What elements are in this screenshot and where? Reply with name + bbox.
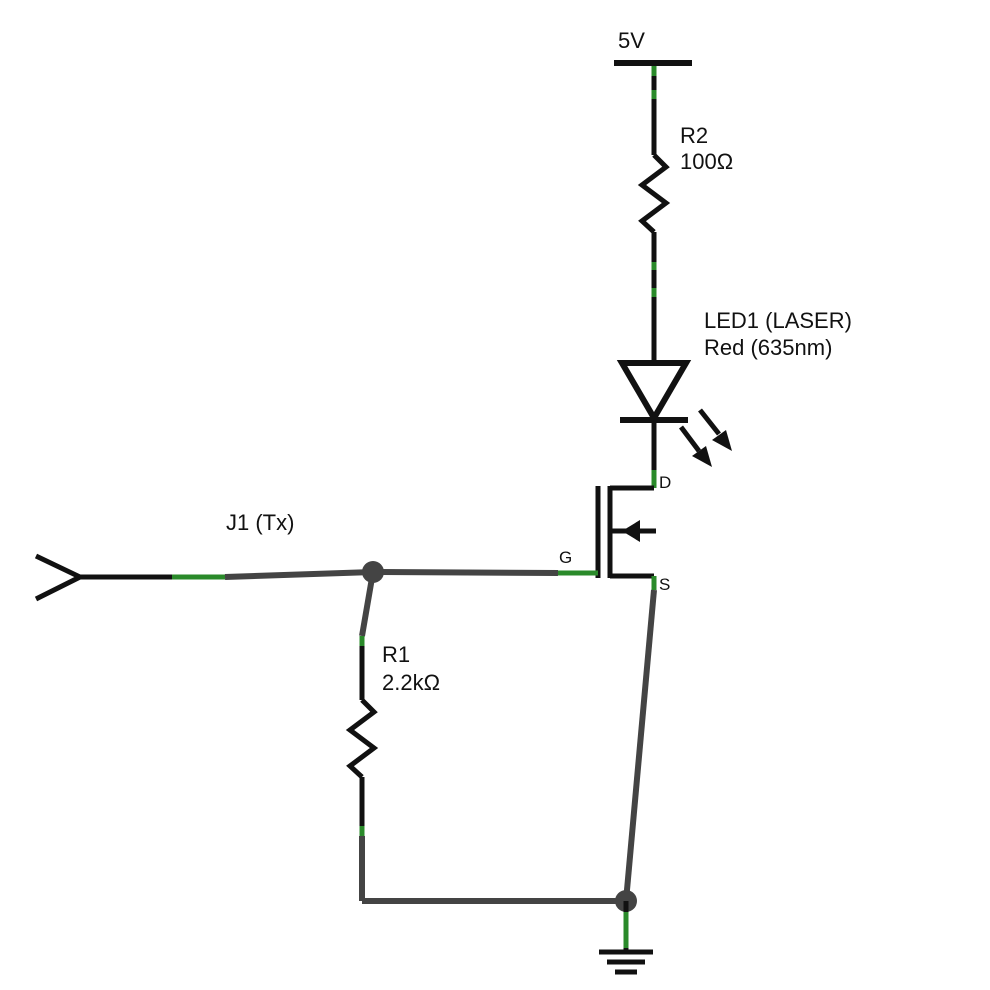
pin-source-label: S	[659, 575, 670, 594]
r2-value-label: 100Ω	[680, 149, 733, 174]
pin-drain-label: D	[659, 473, 671, 492]
mosfet-q1	[595, 485, 657, 590]
led1-name-label: LED1 (LASER)	[704, 308, 852, 333]
ground-icon	[599, 901, 653, 975]
gate-net-wire	[224, 569, 598, 580]
supply-label: 5V	[618, 28, 645, 53]
r2-name-label: R2	[680, 123, 708, 148]
ground-net-wire	[359, 589, 657, 904]
r1-value-label: 2.2kΩ	[382, 670, 440, 695]
led1-laser-diode	[616, 288, 732, 488]
j1-name-label: J1 (Tx)	[226, 510, 294, 535]
light-emission-arrows-icon	[679, 408, 732, 467]
led1-value-label: Red (635nm)	[704, 335, 832, 360]
supply-5v-symbol	[614, 60, 692, 95]
j1-input-connector	[34, 553, 225, 602]
r2-resistor	[637, 90, 671, 292]
pin-gate-label: G	[559, 548, 572, 567]
r1-resistor	[345, 571, 379, 836]
r1-name-label: R1	[382, 642, 410, 667]
